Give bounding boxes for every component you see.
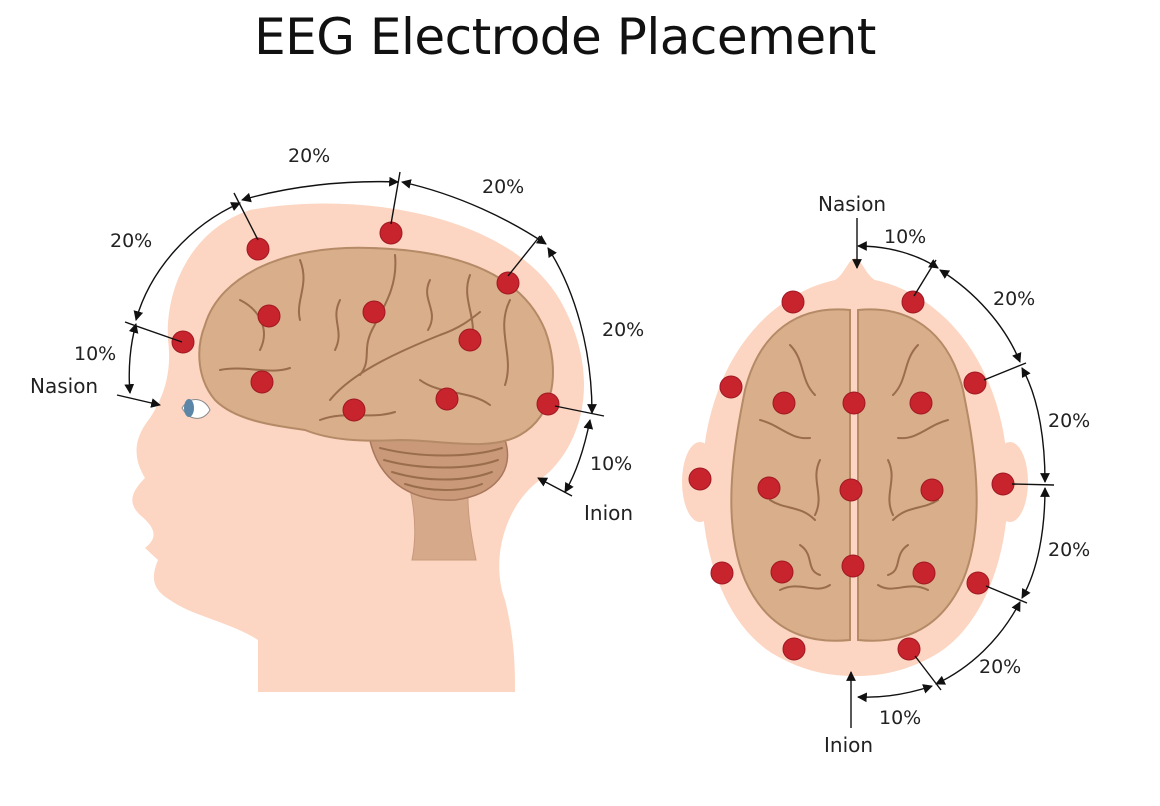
electrode-top-c4 bbox=[920, 478, 944, 502]
side-inion-label: Inion bbox=[584, 501, 633, 525]
electrode-top-f3 bbox=[772, 391, 796, 415]
electrode-top-o2 bbox=[897, 637, 921, 661]
diagram-title: EEG Electrode Placement bbox=[254, 8, 876, 66]
electrode-side-fz bbox=[246, 237, 270, 261]
side-view: Nasion Inion 10% 20% 20% 20% 20% 10% bbox=[30, 145, 644, 692]
top-segment-4: 20% bbox=[1048, 539, 1090, 561]
electrode-top-t6 bbox=[966, 571, 990, 595]
electrode-side-cz bbox=[379, 221, 403, 245]
side-segment-5: 20% bbox=[602, 319, 644, 341]
electrode-top-cz bbox=[839, 478, 863, 502]
top-brain bbox=[730, 308, 978, 642]
electrode-side-f bbox=[257, 304, 281, 328]
electrode-top-f4 bbox=[909, 391, 933, 415]
electrode-top-fz bbox=[842, 391, 866, 415]
side-nasion-label: Nasion bbox=[30, 374, 98, 398]
top-segment-6: 10% bbox=[879, 707, 921, 729]
electrode-side-t bbox=[342, 398, 366, 422]
top-labels: Nasion Inion 10% 20% 20% 20% 20% 10% bbox=[818, 192, 1090, 757]
electrode-top-pz bbox=[841, 554, 865, 578]
side-measurement-arcs bbox=[116, 171, 605, 497]
top-inion-label: Inion bbox=[824, 733, 873, 757]
electrode-top-fp1 bbox=[781, 290, 805, 314]
electrode-top-c3 bbox=[757, 476, 781, 500]
electrode-top-a2 bbox=[991, 472, 1015, 496]
electrode-top-t5 bbox=[710, 561, 734, 585]
electrode-top-f7 bbox=[719, 375, 743, 399]
side-segment-6: 10% bbox=[590, 453, 632, 475]
top-view: Nasion Inion 10% 20% 20% 20% 20% 10% bbox=[682, 192, 1090, 757]
top-segment-1: 10% bbox=[884, 226, 926, 248]
electrode-side-ft bbox=[250, 370, 274, 394]
side-labels: Nasion Inion 10% 20% 20% 20% 20% 10% bbox=[30, 145, 644, 525]
electrode-top-o1 bbox=[782, 637, 806, 661]
top-segment-3: 20% bbox=[1048, 410, 1090, 432]
top-segment-2: 20% bbox=[993, 288, 1035, 310]
electrode-side-p bbox=[458, 328, 482, 352]
top-segment-5: 20% bbox=[979, 656, 1021, 678]
electrode-side-c bbox=[362, 300, 386, 324]
eye-icon bbox=[181, 399, 211, 419]
electrode-side-tp bbox=[435, 387, 459, 411]
electrode-top-p4 bbox=[912, 561, 936, 585]
electrode-top-p3 bbox=[770, 560, 794, 584]
side-segment-4: 20% bbox=[482, 176, 524, 198]
side-segment-1: 10% bbox=[74, 343, 116, 365]
electrode-top-f8 bbox=[963, 371, 987, 395]
electrode-side-o bbox=[536, 392, 560, 416]
top-measurement-arcs bbox=[846, 218, 1055, 728]
top-nasion-label: Nasion bbox=[818, 192, 886, 216]
electrode-side-fp bbox=[171, 330, 195, 354]
electrode-top-a1 bbox=[688, 467, 712, 491]
side-segment-3: 20% bbox=[288, 145, 330, 167]
electrode-top-fp2 bbox=[901, 290, 925, 314]
electrode-side-pz bbox=[496, 271, 520, 295]
side-segment-2: 20% bbox=[110, 230, 152, 252]
